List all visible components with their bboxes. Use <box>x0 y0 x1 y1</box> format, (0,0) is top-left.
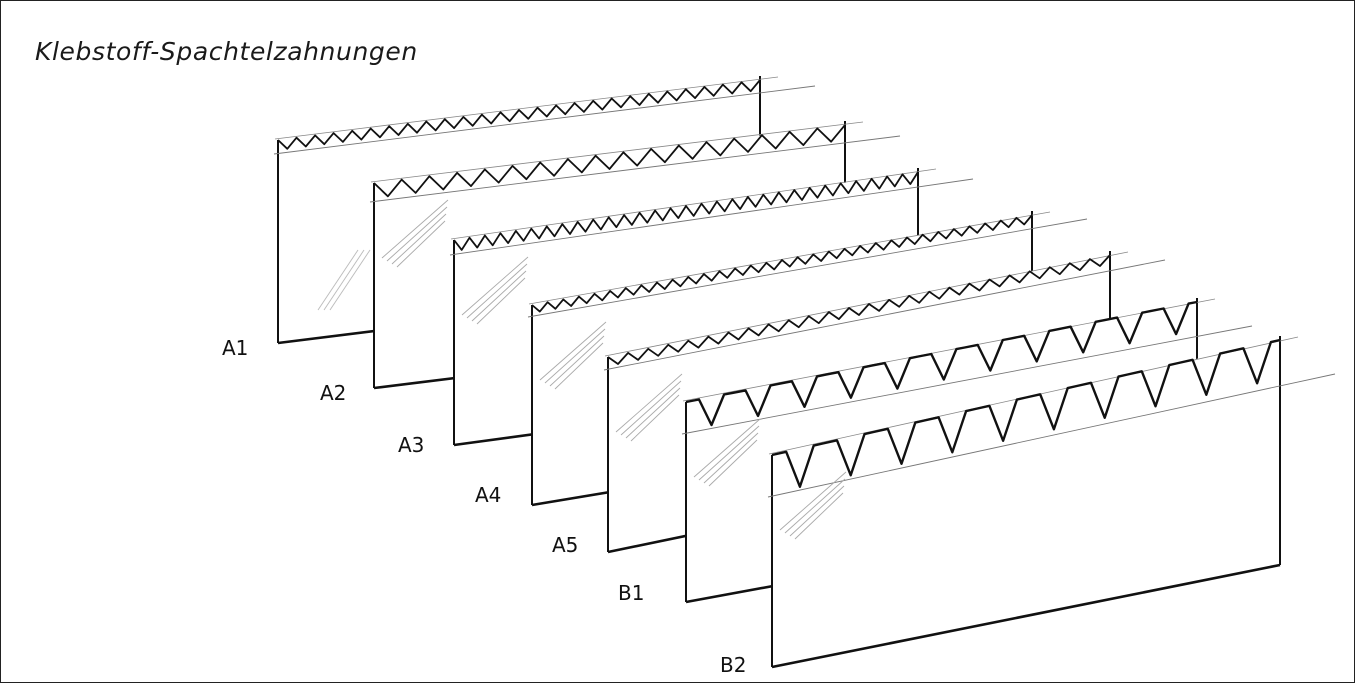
shading-stroke <box>317 249 359 311</box>
shading-stroke <box>630 394 680 442</box>
shading-stroke <box>471 270 527 322</box>
tooth-depth-line <box>449 178 974 256</box>
blade-teeth <box>771 338 1281 488</box>
shading-stroke <box>789 485 845 537</box>
shading-stroke <box>391 213 447 265</box>
tooth-depth-line <box>767 373 1336 498</box>
tooth-depth-line <box>273 85 816 155</box>
tooth-top-line <box>604 251 1129 357</box>
shading-stroke <box>386 206 448 262</box>
blade-teeth <box>277 79 761 150</box>
blade-label-a1: A1 <box>222 336 248 360</box>
shading-stroke <box>625 387 681 439</box>
diagram-title: Klebstoff-Spachtelzahnungen <box>35 37 418 66</box>
blade-face <box>772 340 1280 667</box>
tooth-depth-line <box>369 135 901 203</box>
tooth-top-line <box>682 298 1216 402</box>
tooth-top-line <box>274 76 779 140</box>
shading-stroke <box>784 478 846 534</box>
tooth-depth-line <box>681 325 1253 435</box>
shading-stroke <box>549 335 605 387</box>
shading-stroke <box>615 373 683 433</box>
shading-stroke <box>539 321 607 381</box>
blade-label-a2: A2 <box>320 381 346 405</box>
tooth-depth-line <box>527 218 1088 318</box>
shading-stroke <box>323 249 365 311</box>
blade-teeth <box>685 300 1198 427</box>
tooth-top-line <box>528 211 1051 305</box>
shading-stroke <box>544 328 606 384</box>
shading-stroke <box>698 425 760 481</box>
tooth-depth-line <box>603 259 1166 371</box>
blade-label-b2: B2 <box>720 653 746 677</box>
blade-label-a3: A3 <box>398 433 424 457</box>
blade-b2: B2 <box>720 336 1336 677</box>
blade-label-a5: A5 <box>552 533 578 557</box>
blade-label-a4: A4 <box>475 483 501 507</box>
blade-label-b1: B1 <box>618 581 644 605</box>
shading-stroke <box>703 432 759 484</box>
blade-teeth <box>373 124 846 198</box>
tooth-top-line <box>450 168 937 240</box>
shading-stroke <box>620 380 682 436</box>
shading-stroke <box>693 418 761 478</box>
shading-stroke <box>779 471 847 531</box>
blade-teeth <box>453 171 919 251</box>
shading-stroke <box>381 199 449 259</box>
blade-teeth <box>531 214 1033 313</box>
shading-stroke <box>461 256 529 316</box>
shading-stroke <box>708 439 758 487</box>
blade-teeth <box>607 254 1111 365</box>
shading-stroke <box>794 492 844 540</box>
shading-stroke <box>554 342 604 390</box>
shading-stroke <box>329 249 371 311</box>
blade-bottom-edge <box>771 563 1281 669</box>
shading-stroke <box>466 263 528 319</box>
tooth-top-line <box>370 121 864 183</box>
shading-stroke <box>396 220 446 268</box>
shading-stroke <box>476 277 526 325</box>
